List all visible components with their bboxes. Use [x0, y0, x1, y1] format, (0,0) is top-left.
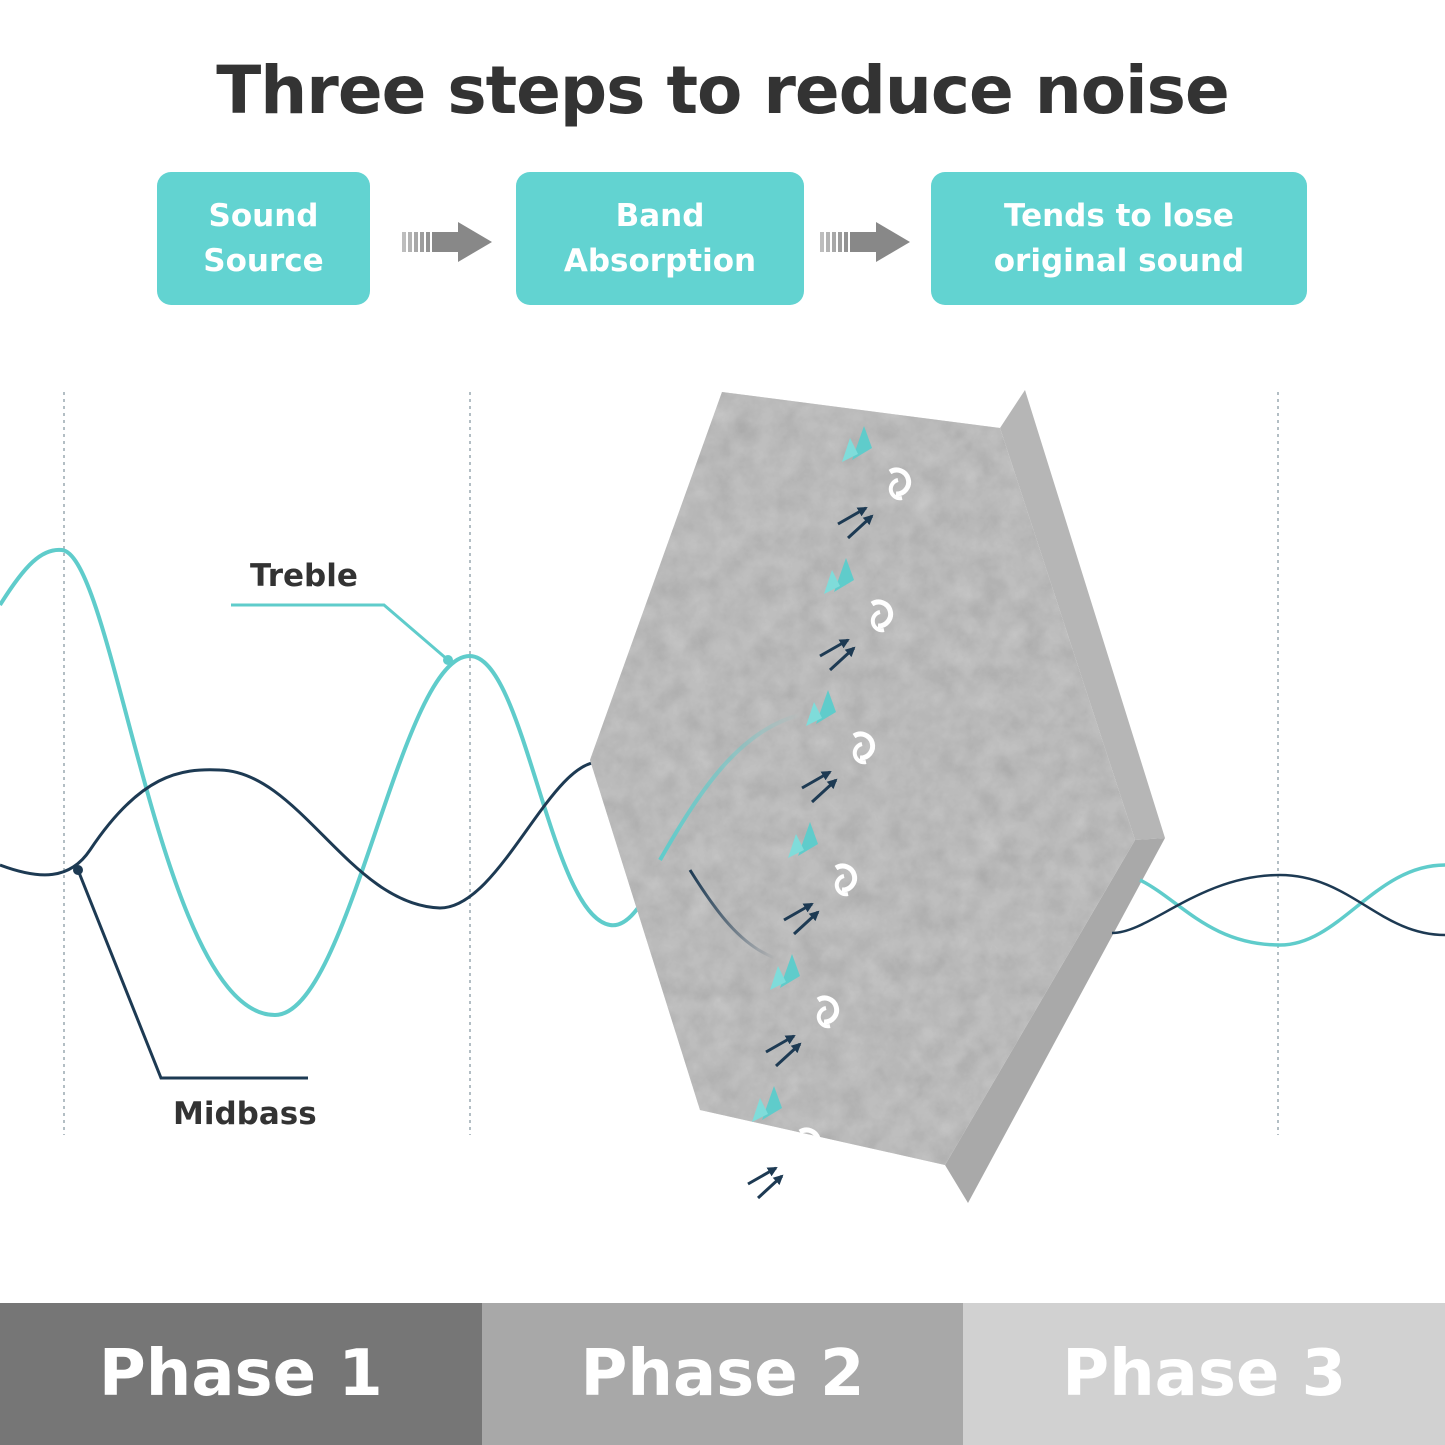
navy-arrow-icon: [765, 1034, 802, 1068]
absorption-marks: [747, 426, 912, 1200]
step-line: original sound: [993, 242, 1245, 279]
step-line: Absorption: [563, 242, 757, 279]
teal-arrow-icon: [842, 426, 872, 462]
treble-wave-output: [1139, 863, 1445, 947]
navy-arrow-icon: [819, 638, 856, 672]
navy-arrow-icon: [783, 902, 820, 936]
treble-wave-fading: [658, 713, 801, 861]
panel-bottom-side: [945, 838, 1165, 1203]
midbass-callout: [73, 865, 308, 1080]
phase-3: Phase 3: [963, 1303, 1445, 1445]
outgoing-waves: [1111, 863, 1445, 947]
swirl-icon: [834, 863, 858, 897]
page-title: Three steps to reduce noise: [216, 52, 1229, 129]
arrow-right-icon: [402, 222, 492, 262]
phase-2: Phase 2: [481, 1303, 964, 1445]
midbass-wave-output: [1111, 873, 1445, 937]
teal-arrow-icon: [788, 822, 818, 858]
phase-bar: Phase 1 Phase 2 Phase 3: [0, 1303, 1445, 1445]
step-line: Sound: [208, 197, 319, 234]
phase-1: Phase 1: [0, 1303, 482, 1445]
step-line: Source: [203, 242, 324, 279]
phase-dividers: [63, 392, 1279, 1135]
swirl-icon: [816, 995, 840, 1029]
navy-arrow-icon: [837, 506, 874, 540]
waves-inside-panel: [658, 713, 801, 960]
midbass-wave-fading: [688, 869, 776, 960]
teal-arrow-icon: [770, 954, 800, 990]
step-line: Band: [615, 197, 705, 234]
swirl-icon: [798, 1127, 822, 1161]
swirl-icon: [870, 599, 894, 633]
teal-arrow-icon: [752, 1086, 782, 1122]
teal-arrow-icon: [824, 558, 854, 594]
treble-callout: [231, 603, 453, 665]
acoustic-panel: [590, 390, 1165, 1203]
navy-arrow-icon: [801, 770, 838, 804]
panel-side: [1000, 390, 1165, 840]
teal-arrow-icon: [806, 690, 836, 726]
arrow-right-icon: [820, 222, 910, 262]
treble-label: Treble: [250, 558, 358, 594]
navy-arrow-icon: [747, 1166, 784, 1200]
step-lose-original-sound: Tends to lose original sound: [931, 172, 1307, 305]
step-line: Tends to lose: [1004, 197, 1234, 234]
panel-texture: [590, 392, 1135, 1165]
swirl-icon: [852, 731, 876, 765]
swirl-icon: [888, 467, 912, 501]
midbass-label: Midbass: [173, 1096, 317, 1132]
treble-wave: [0, 547, 702, 1018]
